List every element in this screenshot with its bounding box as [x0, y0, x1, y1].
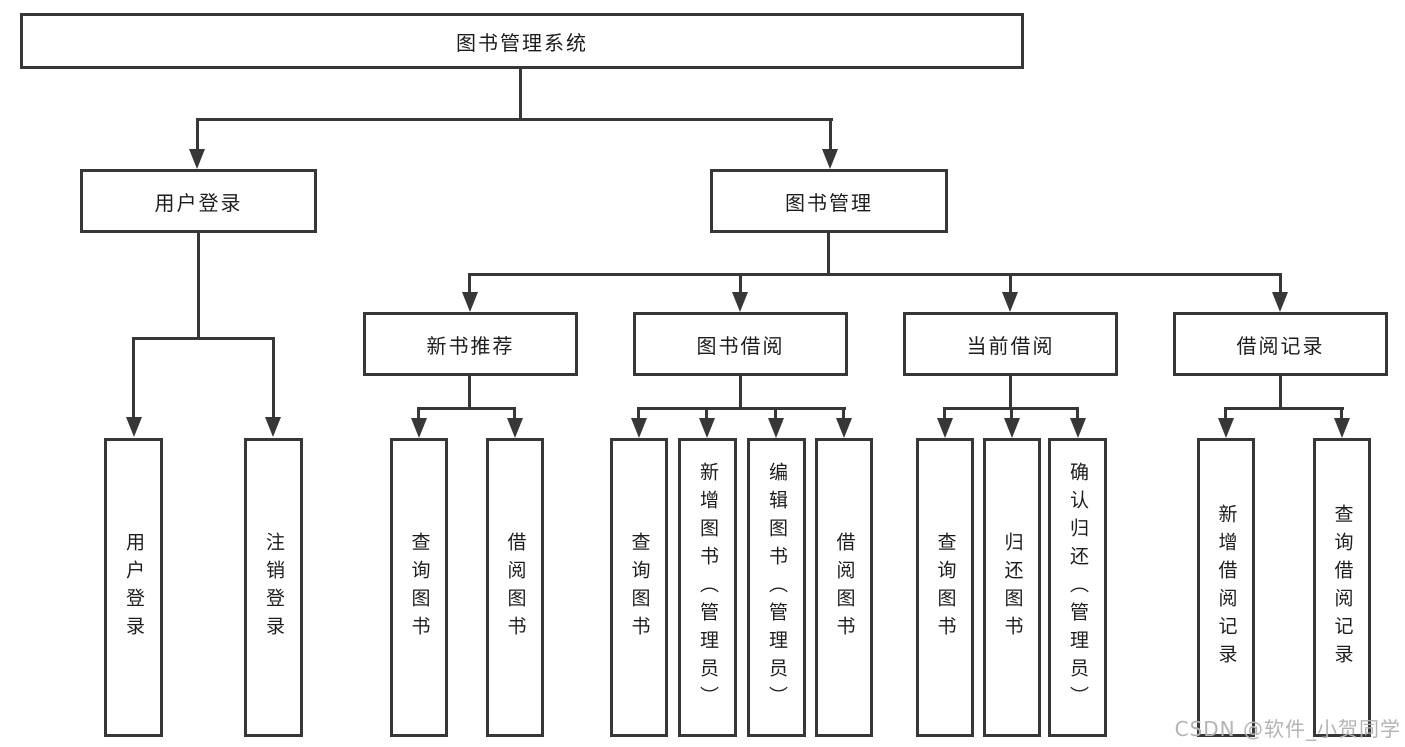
leaf-user-login-label: 用户登录	[122, 531, 145, 644]
leaf-br-add-record: 新增借阅记录	[1197, 438, 1255, 737]
node-book-borrowing: 图书借阅	[633, 312, 848, 376]
connector-br-drop-2	[1340, 410, 1343, 420]
connector-br-rail	[1224, 407, 1344, 410]
connector-current-borrow-drop	[1009, 276, 1012, 294]
connector-leaf-logout-drop	[272, 340, 275, 420]
arrowhead-leaf-logout	[265, 417, 281, 437]
leaf-nbr-query-books: 查询图书	[390, 438, 448, 737]
leaf-br-add-record-label: 新增借阅记录	[1215, 503, 1238, 672]
connector-nbr-stem	[468, 376, 471, 410]
arrowhead-br-add	[1218, 418, 1234, 438]
leaf-logout: 注销登录	[244, 438, 303, 737]
arrowhead-nbr-query	[411, 418, 427, 438]
leaf-cb-query-books-label: 查询图书	[934, 531, 957, 644]
connector-bb-stem	[739, 376, 742, 410]
node-book-management: 图书管理	[710, 169, 948, 233]
connector-level2-rail	[196, 118, 833, 121]
leaf-bb-add-books-admin-label: 新增图书（管理员）	[696, 461, 719, 714]
arrowhead-user-login	[189, 149, 205, 169]
leaf-cb-query-books: 查询图书	[916, 438, 974, 737]
arrowhead-bb-add	[699, 418, 715, 438]
leaf-cb-confirm-return-admin: 确认归还（管理员）	[1048, 438, 1107, 737]
leaf-bb-edit-books-admin: 编辑图书（管理员）	[747, 438, 806, 737]
connector-user-login-stem	[197, 233, 200, 340]
leaf-nbr-borrow-books-label: 借阅图书	[504, 531, 527, 644]
arrowhead-new-book	[462, 292, 478, 312]
arrowhead-bb-borrow	[836, 418, 852, 438]
connector-cb-rail	[943, 407, 1079, 410]
arrowhead-cb-return	[1004, 418, 1020, 438]
leaf-nbr-query-books-label: 查询图书	[408, 531, 431, 644]
leaf-bb-query-books-label: 查询图书	[628, 531, 651, 644]
connector-cb-drop-2	[1010, 410, 1013, 420]
connector-nbr-drop-1	[417, 410, 420, 420]
node-new-book-recommendation: 新书推荐	[363, 312, 578, 376]
connector-bb-drop-2	[705, 410, 708, 420]
node-library-management-system: 图书管理系统	[20, 13, 1024, 69]
leaf-cb-return-books: 归还图书	[983, 438, 1041, 737]
arrowhead-bb-edit	[768, 418, 784, 438]
connector-book-borrow-drop	[739, 276, 742, 294]
connector-leaf-login-drop	[132, 340, 135, 420]
leaf-br-query-record: 查询借阅记录	[1313, 438, 1371, 737]
connector-cb-drop-3	[1076, 410, 1079, 420]
connector-user-login-rail	[132, 337, 275, 340]
arrowhead-cb-confirm	[1070, 418, 1086, 438]
connector-bb-drop-1	[637, 410, 640, 420]
connector-book-mgmt-stem	[827, 233, 830, 276]
watermark-csdn: CSDN @软件_小贺同学	[1174, 717, 1401, 741]
connector-new-book-drop	[468, 276, 471, 294]
connector-cb-stem	[1009, 376, 1012, 410]
connector-br-drop-1	[1224, 410, 1227, 420]
leaf-bb-add-books-admin: 新增图书（管理员）	[678, 438, 737, 737]
node-borrowing-records: 借阅记录	[1173, 312, 1388, 376]
arrowhead-leaf-login	[126, 417, 142, 437]
arrowhead-br-query	[1334, 418, 1350, 438]
leaf-logout-label: 注销登录	[262, 531, 285, 644]
connector-br-stem	[1279, 376, 1282, 410]
leaf-nbr-borrow-books: 借阅图书	[486, 438, 544, 737]
connector-user-login-drop	[196, 118, 199, 152]
connector-book-mgmt-drop	[829, 118, 832, 152]
node-user-login: 用户登录	[80, 169, 317, 233]
arrowhead-current-borrow	[1002, 292, 1018, 312]
arrowhead-book-borrow	[732, 292, 748, 312]
arrowhead-book-mgmt	[822, 149, 838, 169]
connector-cb-drop-1	[943, 410, 946, 420]
leaf-br-query-record-label: 查询借阅记录	[1331, 503, 1354, 672]
arrowhead-bb-query	[631, 418, 647, 438]
connector-bb-drop-4	[842, 410, 845, 420]
leaf-user-login: 用户登录	[104, 438, 163, 737]
connector-borrow-record-drop	[1279, 276, 1282, 294]
arrowhead-nbr-borrow	[507, 418, 523, 438]
arrowhead-borrow-record	[1272, 292, 1288, 312]
leaf-bb-borrow-books: 借阅图书	[815, 438, 873, 737]
connector-bb-rail	[637, 407, 846, 410]
node-current-borrowing: 当前借阅	[903, 312, 1118, 376]
leaf-bb-query-books: 查询图书	[610, 438, 668, 737]
leaf-bb-borrow-books-label: 借阅图书	[833, 531, 856, 644]
leaf-cb-return-books-label: 归还图书	[1001, 531, 1024, 644]
connector-nbr-rail	[417, 407, 516, 410]
leaf-cb-confirm-return-admin-label: 确认归还（管理员）	[1066, 461, 1089, 714]
connector-bb-drop-3	[774, 410, 777, 420]
leaf-bb-edit-books-admin-label: 编辑图书（管理员）	[765, 461, 788, 714]
arrowhead-cb-query	[937, 418, 953, 438]
connector-level3-rail	[468, 273, 1282, 276]
connector-root-stem	[519, 69, 522, 121]
connector-nbr-drop-2	[513, 410, 516, 420]
